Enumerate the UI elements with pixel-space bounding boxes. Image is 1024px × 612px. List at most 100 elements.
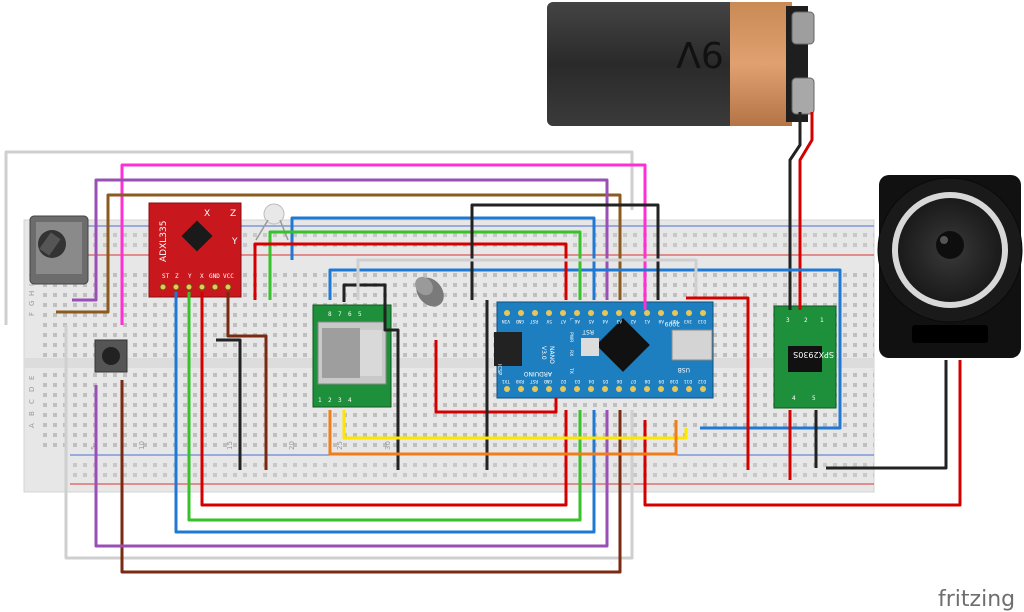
wire-red-right [686,296,750,470]
row-label-h: H [28,291,36,296]
arduino-name: ARDUINO [523,370,552,377]
wire-red-sd [434,340,558,414]
pin-label-a5: A5 [588,318,594,324]
pin-label-d6: D6 [616,378,622,384]
pin-label-a6: A6 [574,318,580,324]
led-label-rx: RX [568,350,574,356]
wire-blue-right [328,268,842,430]
amplifier-module: SPX2930S 3 2 1 4 5 [773,305,837,409]
pin-label-rx0: RX0 [516,378,524,384]
wire-gray-mid [356,258,698,300]
led-label-pwr: PWR [568,332,574,342]
pin-label-a4: A4 [602,318,608,324]
breadboard-column-labels: 5 10 15 20 25 30 [90,441,392,450]
sensor-component [415,276,444,307]
wire-purple-bottom [94,385,609,548]
column-label-10: 10 [138,441,146,450]
row-label-a: A [28,423,36,428]
amp-pin-3: 3 [786,317,790,324]
row-label-c: C [28,399,36,404]
pin-label-5v: 5V [546,318,552,324]
sd-pin-3: 3 [338,397,342,404]
sd-pin-7: 7 [338,311,342,318]
pin-label-3v3: 3V3 [684,318,692,324]
arduino-year: 2009 [665,320,680,327]
accelerometer-adxl335: ADXL335 X Y Z ST Z Y X GND VCC [148,202,242,298]
pin-label-d12: D12 [698,378,706,384]
pin-label-a3: A3 [616,318,622,324]
pin-label-d3: D3 [574,378,580,384]
pin-label-vcc: VCC [223,273,234,280]
pin-label-a7: A7 [560,318,566,324]
pin-label-d8: D8 [644,378,650,384]
row-label-b: B [28,411,36,416]
wire-black-left [216,338,242,470]
wire-black-speaker [826,360,948,470]
battery-9v: 9V [547,2,815,126]
amp-pin-1: 1 [820,317,824,324]
column-label-20: 20 [288,441,296,450]
wire-pink [120,163,647,325]
amp-pin-2: 2 [804,317,808,324]
amp-pin-4: 4 [792,395,796,402]
pin-label-rst-bottom: RST [530,318,538,324]
arduino-model: NANO [548,346,555,364]
wire-gray-bottom [64,325,634,560]
pin-label-d4: D4 [588,378,594,384]
fritzing-watermark: fritzing [938,587,1015,612]
pin-label-gnd-top: GND [544,378,552,384]
wire-purple-top [72,178,609,302]
row-label-d: D [28,387,36,392]
pin-label-rst-top: RST [530,378,538,384]
pin-label-gnd: GND [209,273,220,280]
arduino-nano: ARDUINO NANO V3.0 2009 USB RST ICSP D12 … [494,301,714,399]
pin-label-vin: VIN [502,318,510,324]
wire-gray-top [4,150,634,325]
wire-brown-bottom [120,380,622,574]
sd-pin-4: 4 [348,397,352,404]
arduino-reset-label: RST [582,328,594,335]
wire-green-top [268,230,582,300]
arduino-icsp-label: ICSP [496,364,502,375]
arduino-version: V3.0 [540,346,547,360]
pin-label-d11: D11 [684,378,692,384]
led-label-tx: TX [568,367,574,374]
wire-red-top [253,242,568,300]
column-label-5: 5 [90,446,98,450]
pin-label-d10: D10 [670,378,678,384]
wire-black-top [470,203,660,300]
pin-label-d5: D5 [602,378,608,384]
row-label-i: I [28,284,36,286]
wire-battery-red [798,112,814,310]
battery-label: 9V [676,33,724,74]
sd-pin-2: 2 [328,397,332,404]
row-label-f: F [28,312,36,316]
push-button [94,339,128,373]
row-label-g: G [28,301,36,306]
sd-pin-5: 5 [358,311,362,318]
potentiometer [29,215,89,285]
accelerometer-name: ADXL335 [159,221,169,262]
column-label-30: 30 [384,441,392,450]
pin-label-ref: REF [670,318,678,324]
wire-maroon-adxl [226,292,268,470]
wires [4,112,962,574]
pin-label-d9: D9 [658,378,664,384]
wire-yellow [342,410,688,440]
axis-y-label: Y [231,237,238,247]
led-component [255,203,289,241]
column-label-15: 15 [226,441,234,450]
amplifier-name: SPX2930S [793,350,834,359]
amp-pin-5: 5 [812,395,816,402]
arduino-usb-label: USB [678,366,690,373]
pin-label-y: Y [188,273,192,280]
pin-label-a2: A2 [630,318,636,324]
wire-red-adxl [200,292,568,507]
axis-z-label: Z [230,209,236,219]
wire-battery-black [788,112,802,310]
wire-red-speaker [643,360,962,507]
row-label-e: E [28,376,36,380]
column-label-25: 25 [336,441,344,450]
pin-label-a0: A0 [658,318,664,324]
